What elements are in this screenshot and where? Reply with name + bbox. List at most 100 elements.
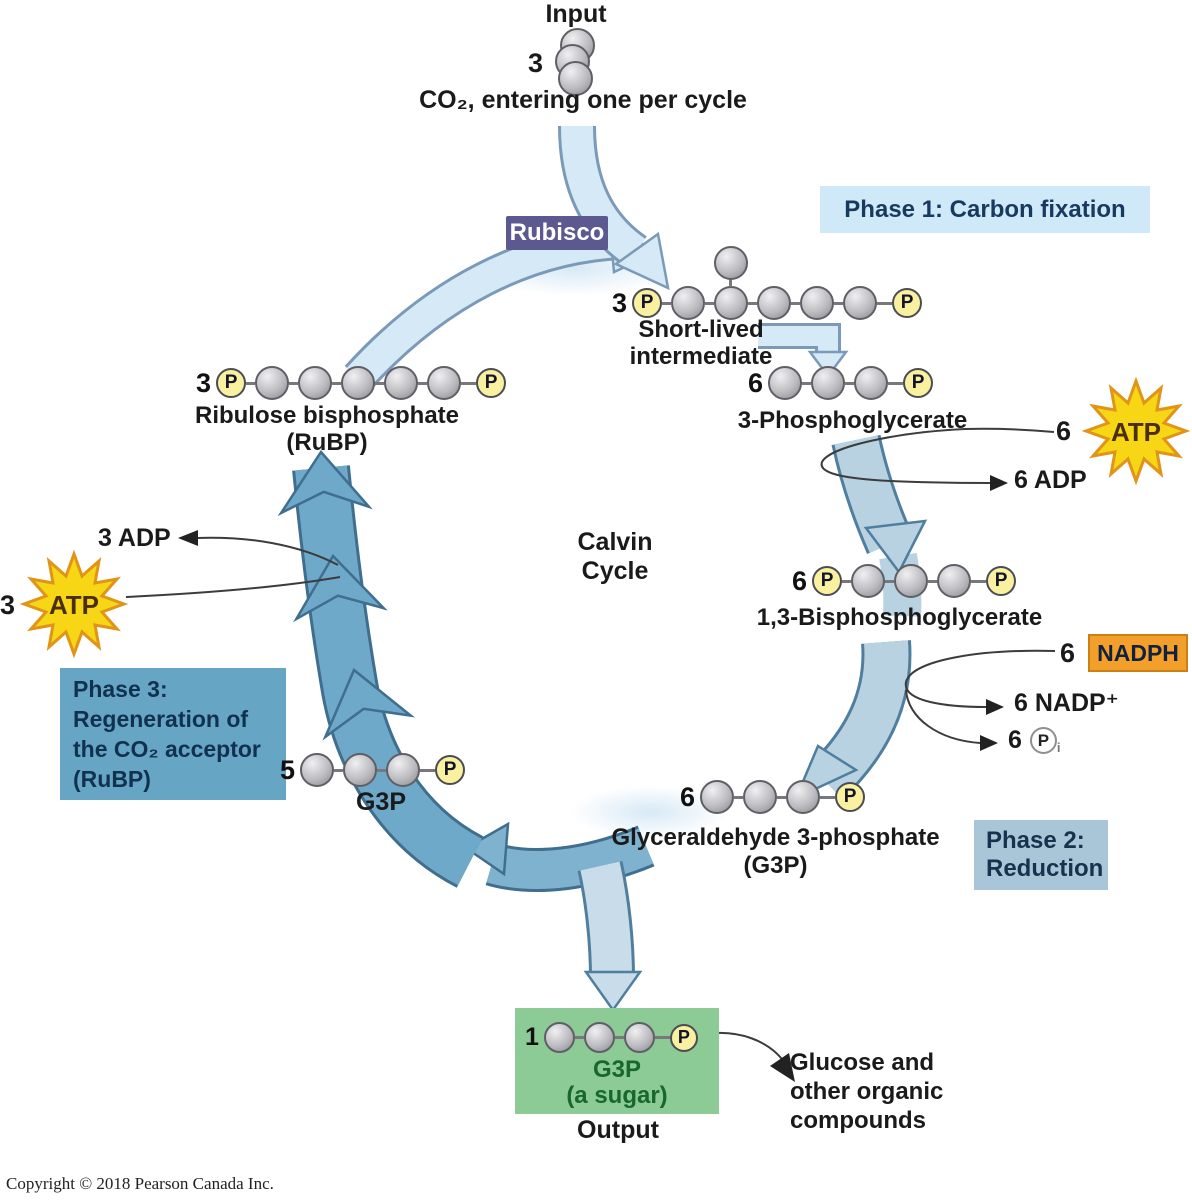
rubp-label-line2: (RuBP): [286, 429, 368, 456]
molecule-count: 6: [680, 782, 696, 812]
13bpg-label: 1,3-Bisphosphoglycerate: [756, 604, 1043, 631]
3pg-label: 3-Phosphoglycerate: [737, 407, 968, 434]
molecule-g3p-output: 1 P: [525, 1022, 698, 1053]
carbon-atom: [427, 366, 462, 400]
carbon-atom: [300, 753, 335, 787]
cycle-title-line2: Cycle: [581, 557, 649, 585]
bond: [246, 381, 256, 385]
molecule-count: 6: [748, 368, 764, 398]
rubp-label: Ribulose bisphosphate (RuBP): [172, 402, 482, 456]
output-arrow: [577, 861, 643, 1013]
atp-star-icon-right: [1081, 376, 1191, 486]
cycle-arrow-phase3: [277, 449, 484, 888]
bond: [654, 1036, 670, 1039]
cycle-title: Calvin Cycle: [520, 528, 710, 586]
carbon-atom: [543, 1022, 575, 1053]
carbon-atom: [700, 780, 735, 814]
carbon-atom: [894, 564, 929, 598]
highlight-blob: [570, 786, 730, 838]
input-label: Input: [545, 0, 607, 28]
loop-to-adp-right: [820, 428, 991, 484]
molecule-rubp: 3 P P: [196, 366, 507, 400]
output-box: 1 P G3P (a sugar): [515, 1008, 719, 1114]
bond: [377, 768, 387, 772]
intermediate-label-line1: Short-lived: [638, 316, 764, 343]
nadph-box: NADPH: [1088, 634, 1188, 672]
carbon-atom: [343, 753, 378, 787]
phosphate-icon: P: [476, 368, 507, 398]
carbon-atom: [255, 366, 290, 400]
g3p-right-label-line2: (G3P): [743, 852, 808, 879]
nadph-count: 6: [1060, 638, 1076, 668]
nadp-plus-label: 6 NADP⁺: [1014, 689, 1119, 717]
co2-caption: CO₂, entering one per cycle: [419, 86, 747, 114]
molecule-count: 3: [196, 368, 212, 398]
pi-group: 6 P i: [1008, 726, 1061, 755]
output-g3p-name: G3P: [592, 1056, 642, 1083]
bond: [888, 381, 904, 385]
output-label: Output: [577, 1116, 659, 1144]
input-count: 3: [528, 48, 544, 78]
phase3-line1: Phase 3:: [73, 676, 168, 702]
bond: [614, 1036, 624, 1039]
molecule-count: 5: [280, 755, 296, 785]
carbon-atom: [800, 286, 835, 320]
line-to-atp-right: [964, 427, 1055, 433]
molecule-g3p-left: 5 P: [280, 753, 466, 787]
carbon-atom: [743, 780, 778, 814]
intermediate-label: Short-lived intermediate: [596, 316, 806, 370]
phosphate-icon: P: [216, 368, 247, 398]
intermediate-label-line2: intermediate: [629, 343, 773, 370]
bond: [877, 301, 893, 305]
loop-to-adp-left: [195, 536, 339, 566]
input-arrow: [558, 125, 670, 291]
phase3-line2: Regeneration of: [73, 706, 249, 732]
bond: [971, 579, 987, 583]
phase1-box: Phase 1: Carbon fixation: [820, 186, 1150, 233]
carbon-atom: [714, 286, 749, 320]
intermediate-elbow-arrow: [758, 323, 849, 379]
rubp-label-line1: Ribulose bisphosphate: [194, 402, 460, 429]
bond: [748, 301, 758, 305]
carbon-atom: [298, 366, 333, 400]
atp-left-label: ATP: [48, 590, 100, 620]
phase3-line4: (RuBP): [73, 766, 151, 792]
pi-count: 6: [1008, 726, 1022, 754]
cycle-arrow-phase2b: [793, 640, 912, 801]
g3p-left-label: G3P: [355, 788, 407, 816]
phase3-line3: the CO₂ acceptor: [73, 736, 261, 762]
carbon-atom: [623, 1022, 655, 1053]
molecule-g3p-right: 6 P: [680, 780, 866, 814]
carbon-atom: [671, 286, 706, 320]
bond: [705, 301, 715, 305]
carbon-atom: [786, 780, 821, 814]
bond: [418, 381, 428, 385]
bond: [662, 301, 672, 305]
molecule-13bpg: 6 P P: [792, 564, 1017, 598]
rubisco-label: Rubisco: [506, 216, 608, 250]
carbon-atom-with-branch: [714, 246, 749, 320]
glucose-note-line3: compounds: [790, 1107, 926, 1134]
carbon-atom: [811, 366, 846, 400]
phase2-line2: Reduction: [986, 855, 1104, 882]
glucose-note-line1: Glucose and: [790, 1049, 935, 1076]
atp-left-count: 3: [0, 590, 16, 620]
bond: [928, 579, 938, 583]
chevron-arrowhead: [322, 667, 416, 741]
bond: [734, 795, 744, 799]
glucose-note-line2: other organic: [790, 1078, 944, 1105]
bond: [777, 795, 787, 799]
carbon-atom: [386, 753, 421, 787]
g3p-right-label: Glyceraldehyde 3-phosphate (G3P): [608, 824, 943, 880]
bond: [461, 381, 477, 385]
phase3-box: Phase 3: Regeneration of the CO₂ accepto…: [60, 668, 286, 800]
cycle-arrow-bottom: [463, 821, 655, 892]
g3p-right-label-line1: Glyceraldehyde 3-phosphate: [611, 824, 940, 851]
phosphate-icon: P: [903, 368, 934, 398]
carbon-atom: [384, 366, 419, 400]
phosphate-inorganic-icon: P: [1029, 727, 1057, 754]
bond: [334, 768, 344, 772]
bond: [802, 381, 812, 385]
adp-left-label: 3 ADP: [98, 524, 171, 552]
